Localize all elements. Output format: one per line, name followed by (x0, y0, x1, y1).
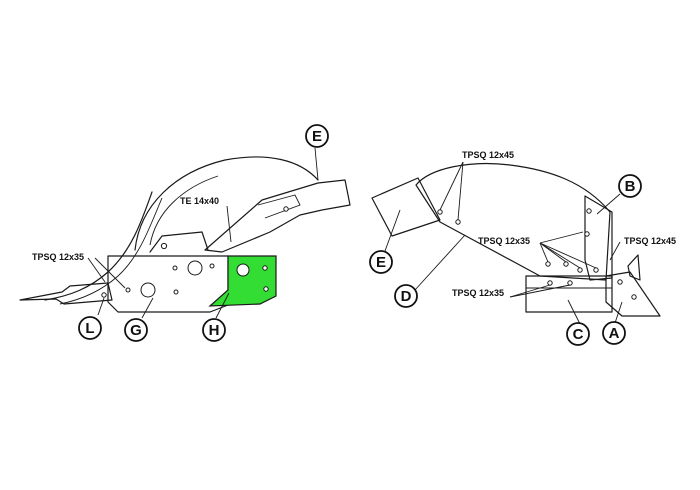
svg-text:E: E (376, 254, 386, 271)
arm-E (204, 179, 351, 253)
mouldboard-outline (134, 156, 319, 251)
share-A (605, 271, 661, 317)
callout-right-C: C (566, 322, 590, 346)
callout-left-L: L (78, 316, 102, 340)
mouldboard-D (415, 162, 611, 281)
svg-text:G: G (130, 322, 142, 339)
shin-curve-inner (59, 197, 163, 305)
left-plough-assembly (19, 156, 351, 313)
mouldboard-inner-edge (149, 175, 219, 246)
fastener-label-tpsq-12x35-bottom: TPSQ 12x35 (452, 288, 504, 298)
svg-text:B: B (625, 178, 636, 195)
frame-hole (140, 282, 156, 298)
svg-text:L: L (85, 320, 94, 337)
callout-left-G: G (124, 318, 148, 342)
callout-right-E: E (369, 250, 393, 274)
share-tip-A (627, 254, 641, 281)
frame-hole (187, 260, 203, 276)
left-leader-lines (87, 147, 319, 319)
callout-left-E: E (305, 124, 329, 148)
svg-text:H: H (209, 322, 220, 339)
svg-text:C: C (573, 326, 584, 343)
fastener-label-tpsq-12x45-right: TPSQ 12x45 (624, 236, 676, 246)
highlighted-part-H (208, 255, 277, 307)
fastener-label-tpsq-12x35-left: TPSQ 12x35 (32, 252, 84, 262)
fastener-label-te-14x40: TE 14x40 (180, 196, 219, 206)
arm-E-inner (257, 194, 301, 219)
mount-bracket (149, 231, 209, 253)
svg-text:E: E (312, 128, 322, 145)
fastener-label-tpsq-12x35-mid: TPSQ 12x35 (478, 236, 530, 246)
right-leader-lines (384, 161, 623, 325)
frame-plate-G (107, 255, 229, 313)
callout-right-B: B (618, 174, 642, 198)
plate-B (584, 195, 613, 281)
tube-E (371, 177, 441, 237)
fastener-label-tpsq-12x45-top: TPSQ 12x45 (462, 150, 514, 160)
callout-left-H: H (202, 318, 226, 342)
svg-text:A: A (609, 325, 620, 342)
callout-right-A: A (602, 321, 626, 345)
shank-C (525, 275, 613, 313)
svg-text:D: D (401, 288, 412, 305)
share-point-L (19, 282, 113, 305)
callout-right-D: D (394, 284, 418, 308)
